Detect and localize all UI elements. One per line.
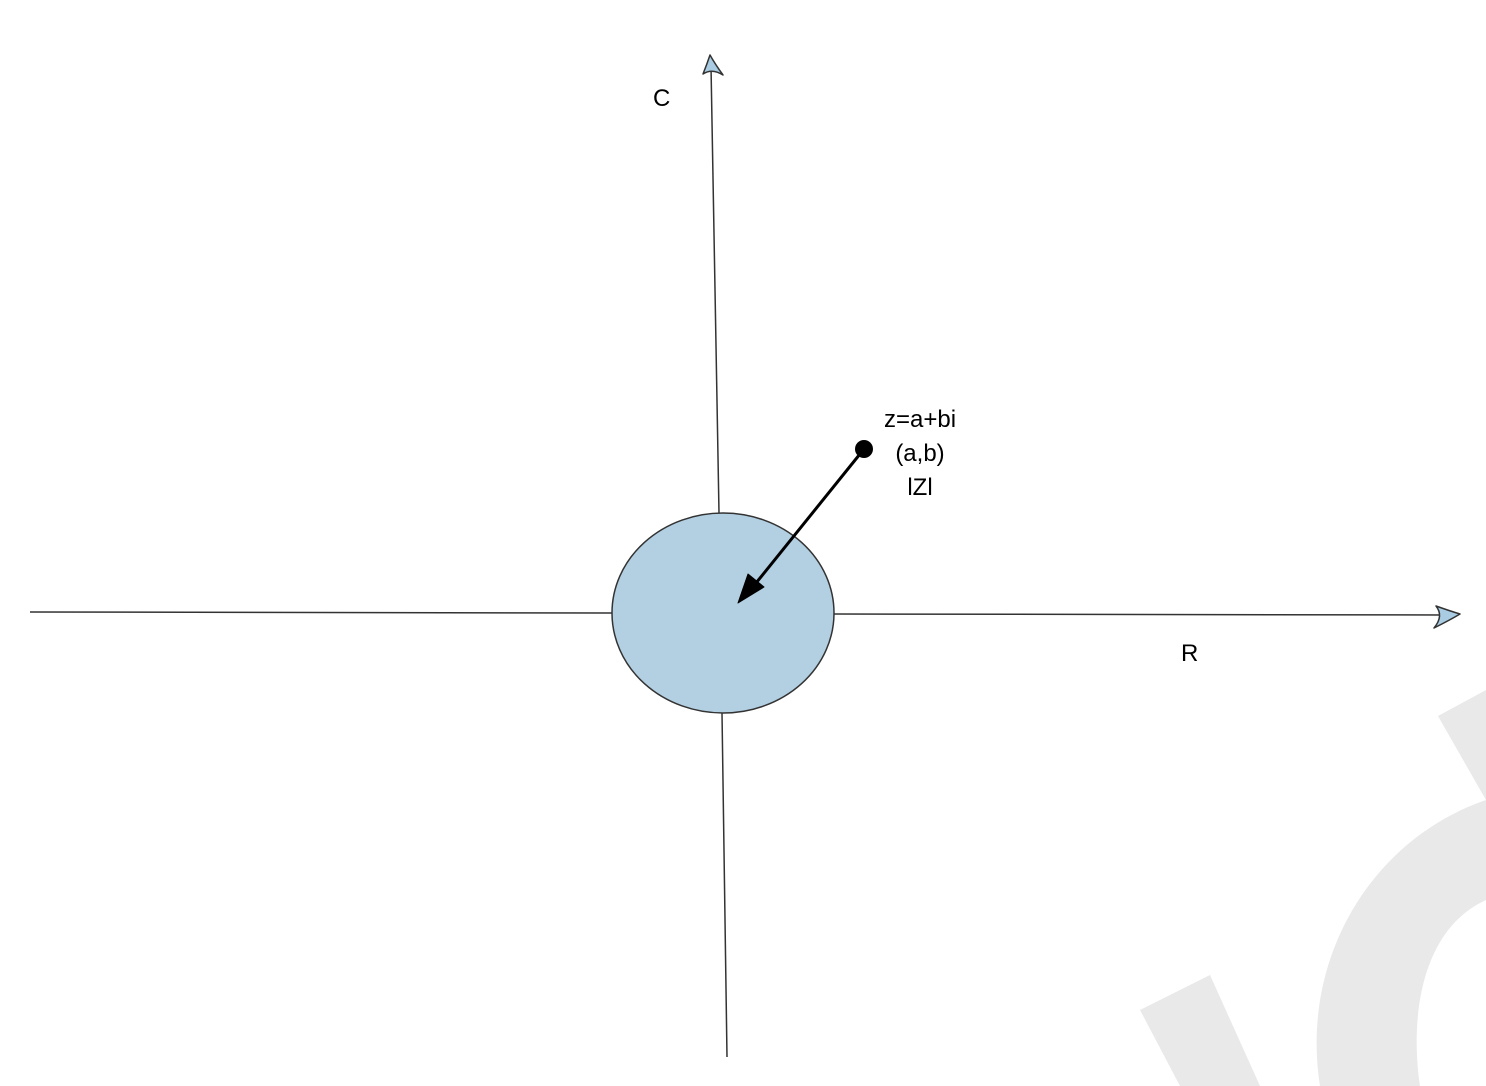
point-label-block: z=a+bi (a,b) lZl: [868, 403, 972, 505]
horizontal-axis-label: R: [1181, 640, 1199, 667]
horizontal-axis-arrowhead: [1433, 605, 1461, 629]
horizontal-axis-left: [29, 611, 613, 614]
watermark-arc: [1316, 800, 1486, 1086]
modulus-arrow-line: [750, 448, 866, 589]
horizontal-axis-right: [833, 613, 1449, 616]
point-z: [855, 440, 873, 458]
watermark-stroke-1: [1438, 690, 1486, 800]
vertical-axis-bottom: [721, 712, 728, 1058]
vertical-axis-top: [710, 65, 720, 514]
origin-circle: [611, 512, 835, 714]
vertical-axis-arrowhead: [702, 54, 724, 76]
watermark: [1140, 690, 1486, 1086]
watermark-stroke-2: [1140, 975, 1260, 1086]
modulus-arrowhead: [737, 573, 765, 604]
point-label-modulus: lZl: [907, 474, 933, 501]
vertical-axis-label: C: [653, 85, 671, 112]
point-label-coordinates: (a,b): [895, 440, 945, 467]
point-label-complex: z=a+bi: [883, 406, 957, 433]
